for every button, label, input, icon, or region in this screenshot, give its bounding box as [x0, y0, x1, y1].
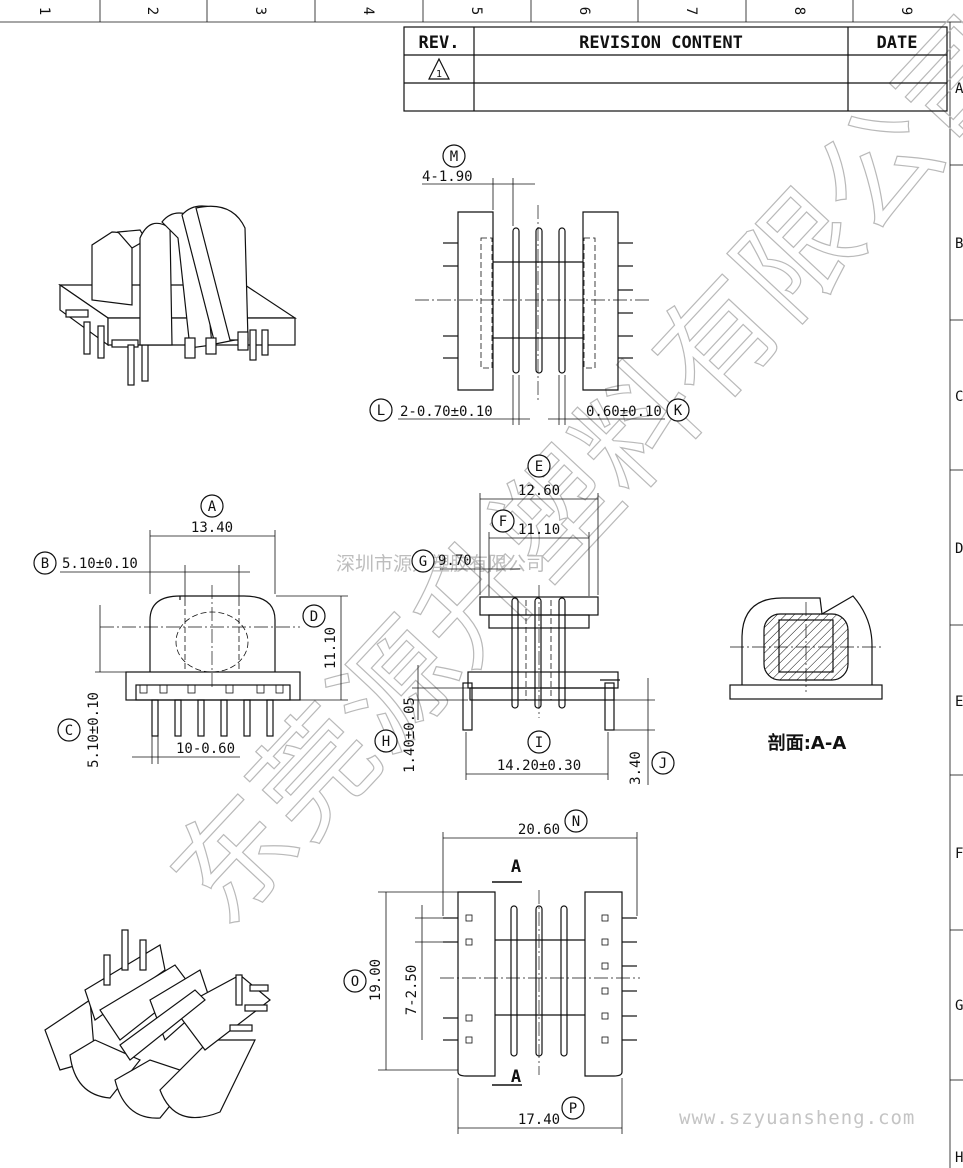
callout-F: F [499, 514, 507, 530]
row-letter: H [955, 1150, 963, 1166]
col-number: 2 [144, 7, 160, 15]
watermark-website: www.szyuansheng.com [679, 1107, 915, 1129]
callout-H: H [382, 734, 390, 750]
dim-B: 5.10±0.10 [62, 556, 138, 572]
callout-E: E [535, 459, 543, 475]
dim-E: 12.60 [518, 483, 560, 499]
col-number: 8 [791, 7, 807, 15]
watermark-company-small: 深圳市源升塑胶有限公司 [336, 553, 545, 575]
callout-O: O [351, 974, 359, 990]
callout-C: C [65, 723, 73, 739]
dim-J: 3.40 [628, 751, 644, 785]
section-mark-bottom: A [511, 1067, 521, 1087]
column-numbers: 1 2 3 4 5 6 7 8 9 [36, 7, 914, 15]
dim-I: 14.20±0.30 [497, 758, 581, 774]
row-letter: G [955, 998, 963, 1014]
bottom-view: A A N 20.60 O 19.00 7-2.50 P 17.40 [343, 809, 640, 1134]
side-view: A 13.40 B 5.10±0.10 D 11.10 C 5.10±0.10 … [33, 494, 348, 768]
callout-B: B [41, 556, 49, 572]
date-header: DATE [877, 33, 918, 53]
revision-number: 1 [436, 69, 442, 80]
col-number: 5 [468, 7, 484, 15]
revision-content-header: REVISION CONTENT [579, 33, 743, 53]
dim-L: 2-0.70±0.10 [400, 404, 493, 420]
dim-F: 11.10 [518, 522, 560, 538]
dim-pitch: 7-2.50 [404, 965, 420, 1016]
dim-G: 9.70 [438, 553, 472, 569]
col-number: 9 [898, 7, 914, 15]
col-number: 7 [683, 7, 699, 15]
section-mark-top: A [511, 857, 521, 877]
dim-K: 0.60±0.10 [586, 404, 662, 420]
callout-M: M [450, 149, 458, 165]
col-number: 1 [36, 7, 52, 15]
top-view: M 4-1.90 L 2-0.70±0.10 K 0.60±0.10 [369, 144, 690, 425]
row-letter: D [955, 541, 963, 557]
front-view: E 12.60 F 11.10 G 9.70 H 1.40±0.05 I 14.… [374, 454, 675, 785]
dim-H: 1.40±0.05 [402, 697, 418, 773]
dim-D: 11.10 [323, 627, 339, 669]
col-number: 6 [576, 7, 592, 15]
watermark: 东莞源升塑料有限公司 深圳市源升塑胶有限公司 www.szyuansheng.c… [144, 0, 963, 1129]
rev-header: REV. [419, 33, 460, 53]
section-view: 剖面:A-A [729, 595, 883, 754]
dim-P: 17.40 [518, 1112, 560, 1128]
callout-J: J [659, 756, 667, 772]
section-caption: 剖面:A-A [768, 732, 847, 754]
callout-K: K [674, 403, 683, 419]
callout-A: A [208, 499, 217, 515]
isometric-view-bottom [44, 929, 271, 1119]
callout-N: N [572, 814, 580, 830]
col-number: 3 [252, 7, 268, 15]
dim-O: 19.00 [368, 959, 384, 1001]
callout-G: G [419, 554, 427, 570]
row-letter: F [955, 846, 963, 862]
row-letter: B [955, 236, 963, 252]
callout-I: I [535, 735, 543, 751]
col-number: 4 [360, 7, 376, 15]
callout-P: P [569, 1101, 577, 1117]
dim-N: 20.60 [518, 822, 560, 838]
watermark-company-big: 东莞源升塑料有限公司 [145, 0, 963, 949]
dim-C: 5.10±0.10 [86, 692, 102, 768]
revision-triangle-icon [428, 57, 450, 80]
row-letters: A B C D E F G H [955, 81, 963, 1166]
callout-L: L [377, 403, 385, 419]
revision-table: REV. REVISION CONTENT DATE 1 [403, 26, 948, 112]
dim-pins: 10-0.60 [176, 741, 235, 757]
row-letter: A [955, 81, 963, 97]
row-letter: E [955, 694, 963, 710]
callout-D: D [310, 609, 318, 625]
row-letter: C [955, 389, 963, 405]
dim-A: 13.40 [191, 520, 233, 536]
isometric-view-top [58, 205, 297, 386]
dim-M: 4-1.90 [422, 169, 473, 185]
